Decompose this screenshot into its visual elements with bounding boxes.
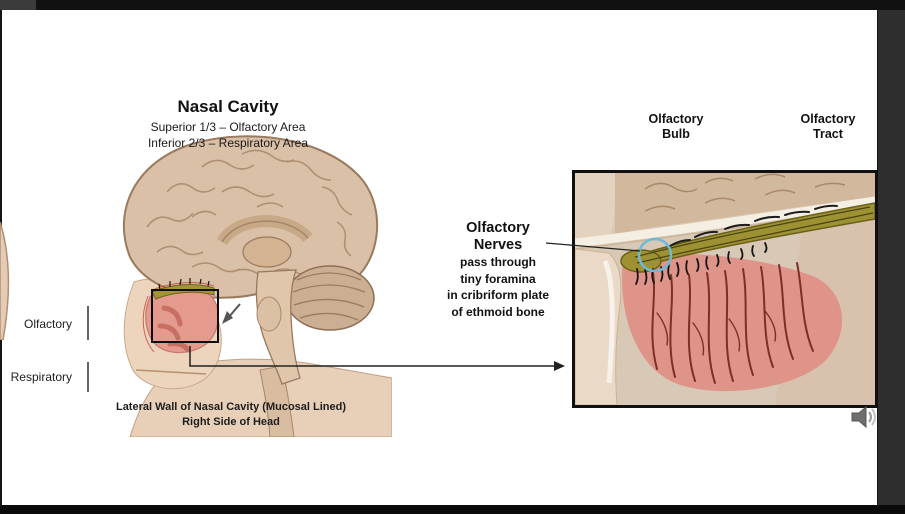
callout-olfactory-nerves: Olfactory Nerves pass through tiny foram… <box>432 220 564 320</box>
label-olfactory-tract-bottom: Tract <box>813 127 843 141</box>
brain-tissue-band <box>615 173 875 235</box>
bottom-frame-bar <box>0 505 905 514</box>
nasal-bone <box>575 248 622 405</box>
annotation-circle <box>637 237 673 273</box>
audio-icon[interactable] <box>851 404 881 430</box>
callout-line-1: pass through <box>459 255 536 269</box>
label-olfactory-bulb: Olfactory Bulb <box>636 112 716 142</box>
label-olfactory-bulb-top: Olfactory <box>648 112 704 126</box>
right-side-panel <box>877 10 905 505</box>
caption-line-2: Right Side of Head <box>182 416 280 428</box>
nasal-cavity <box>142 282 219 354</box>
label-olfactory: Olfactory <box>23 317 72 331</box>
head-sagittal-illustration <box>122 135 392 437</box>
corpus-callosum <box>216 215 313 268</box>
zoom-detail-illustration <box>575 173 875 405</box>
slide-title: Nasal Cavity <box>177 97 279 116</box>
zoom-source-box <box>151 289 219 343</box>
callout-title-1: Olfactory <box>466 220 530 236</box>
label-olfactory-tract-top: Olfactory <box>800 112 856 126</box>
caption-line-1: Lateral Wall of Nasal Cavity (Mucosal Li… <box>115 401 347 413</box>
callout-line-4: of ethmoid bone <box>451 304 545 319</box>
nasopharynx-arrow <box>222 303 241 324</box>
adjacent-figure-edge <box>0 222 10 340</box>
fila-olfactoria-tufts <box>635 242 768 285</box>
callout-line-2: tiny foramina <box>460 271 536 286</box>
top-frame-accent <box>0 0 36 10</box>
callout-title-2: Nerves <box>473 237 523 253</box>
label-olfactory-tract: Olfactory Tract <box>788 112 868 142</box>
callout-line-3: in cribriform plate <box>446 288 550 302</box>
frontal-bone <box>575 173 615 243</box>
subtitle-respiratory-area: Inferior 2/3 – Respiratory Area <box>147 136 309 150</box>
label-respiratory: Respiratory <box>10 370 72 384</box>
turbinates <box>157 305 191 353</box>
olfactory-bulb-tract <box>620 202 875 273</box>
top-frame-bar <box>0 0 905 10</box>
cerebrum-gyri <box>146 149 353 280</box>
tract-fibers <box>669 204 838 247</box>
mucosa-outline <box>142 282 215 353</box>
olfactory-bulb-streak <box>151 278 215 300</box>
nerve-sub-branches <box>656 310 777 356</box>
label-olfactory-bulb-bottom: Bulb <box>662 127 690 141</box>
zoom-detail-panel <box>572 170 878 408</box>
cerebellum <box>285 265 375 331</box>
subtitle-olfactory-area: Superior 1/3 – Olfactory Area <box>150 120 306 134</box>
